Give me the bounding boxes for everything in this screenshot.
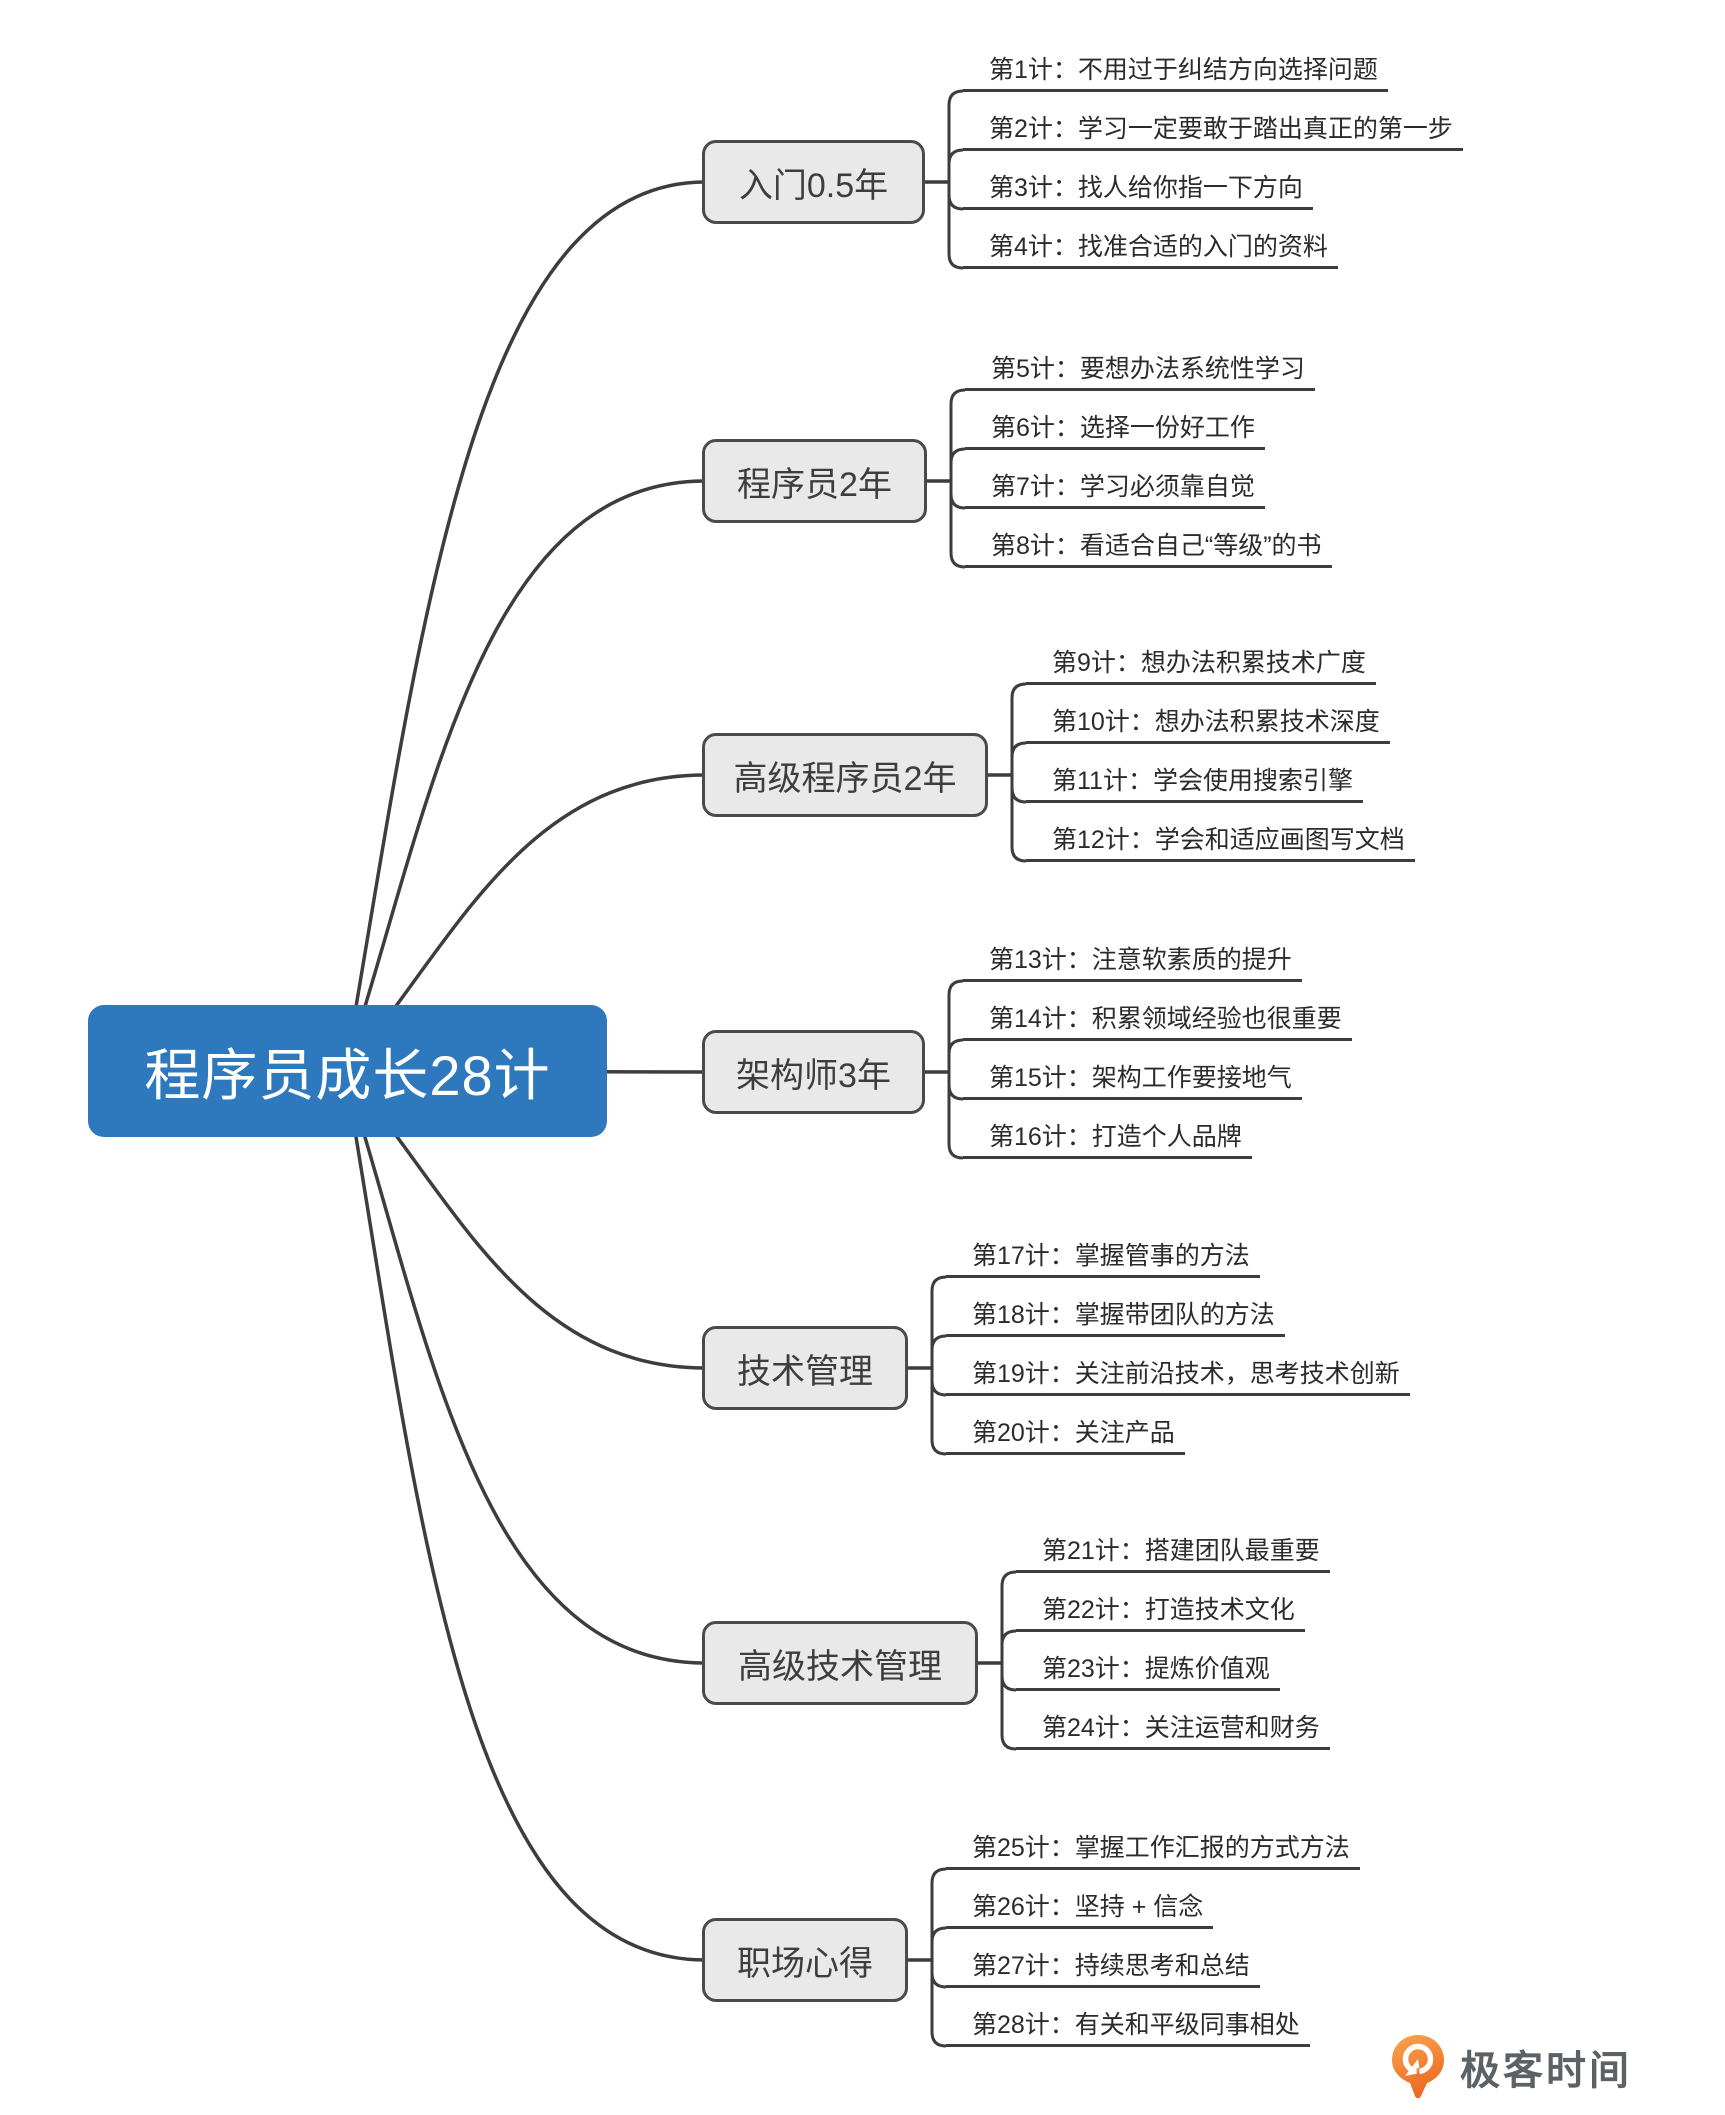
leaf-item-9[interactable]: 第9计：想办法积累技术广度: [1026, 640, 1376, 685]
leaf-item-25[interactable]: 第25计：掌握工作汇报的方式方法: [946, 1825, 1360, 1870]
geektime-logo: 极客时间: [1390, 2034, 1632, 2100]
leaf-item-21[interactable]: 第21计：搭建团队最重要: [1016, 1528, 1330, 1573]
leaf-item-8[interactable]: 第8计：看适合自己“等级”的书: [965, 523, 1332, 568]
leaf-item-22[interactable]: 第22计：打造技术文化: [1016, 1587, 1305, 1632]
leaf-item-28[interactable]: 第28计：有关和平级同事相处: [946, 2002, 1310, 2047]
leaf-item-24[interactable]: 第24计：关注运营和财务: [1016, 1705, 1330, 1750]
leaf-item-12[interactable]: 第12计：学会和适应画图写文档: [1026, 817, 1415, 862]
leaf-item-23[interactable]: 第23计：提炼价值观: [1016, 1646, 1280, 1691]
leaf-item-14[interactable]: 第14计：积累领域经验也很重要: [963, 996, 1352, 1041]
leaf-item-27[interactable]: 第27计：持续思考和总结: [946, 1943, 1260, 1988]
leaf-item-11[interactable]: 第11计：学会使用搜索引擎: [1026, 758, 1363, 803]
leaf-item-15[interactable]: 第15计：架构工作要接地气: [963, 1055, 1302, 1100]
leaf-item-1[interactable]: 第1计：不用过于纠结方向选择问题: [963, 47, 1388, 92]
leaf-item-26[interactable]: 第26计：坚持 + 信念: [946, 1884, 1214, 1929]
branch-node-1[interactable]: 入门0.5年: [702, 140, 925, 224]
leaf-item-17[interactable]: 第17计：掌握管事的方法: [946, 1233, 1260, 1278]
geektime-logo-icon: [1392, 2035, 1444, 2099]
geektime-logo-text: 极客时间: [1460, 2049, 1632, 2093]
branch-node-3[interactable]: 高级程序员2年: [702, 733, 988, 817]
leaf-item-6[interactable]: 第6计：选择一份好工作: [965, 405, 1265, 450]
leaf-item-20[interactable]: 第20计：关注产品: [946, 1410, 1185, 1455]
leaf-item-10[interactable]: 第10计：想办法积累技术深度: [1026, 699, 1390, 744]
leaf-item-13[interactable]: 第13计：注意软素质的提升: [963, 937, 1302, 982]
central-topic[interactable]: 程序员成长28计: [88, 1005, 607, 1137]
branch-node-6[interactable]: 高级技术管理: [702, 1621, 978, 1705]
leaf-item-3[interactable]: 第3计：找人给你指一下方向: [963, 165, 1313, 210]
leaf-item-4[interactable]: 第4计：找准合适的入门的资料: [963, 224, 1338, 269]
branch-node-2[interactable]: 程序员2年: [702, 439, 927, 523]
leaf-item-2[interactable]: 第2计：学习一定要敢于踏出真正的第一步: [963, 106, 1463, 151]
leaf-item-7[interactable]: 第7计：学习必须靠自觉: [965, 464, 1265, 509]
leaf-item-19[interactable]: 第19计：关注前沿技术，思考技术创新: [946, 1351, 1410, 1396]
leaf-item-16[interactable]: 第16计：打造个人品牌: [963, 1114, 1252, 1159]
leaf-item-18[interactable]: 第18计：掌握带团队的方法: [946, 1292, 1285, 1337]
branch-node-5[interactable]: 技术管理: [702, 1326, 908, 1410]
branch-node-7[interactable]: 职场心得: [702, 1918, 908, 2002]
branch-node-4[interactable]: 架构师3年: [702, 1030, 925, 1114]
leaf-item-5[interactable]: 第5计：要想办法系统性学习: [965, 346, 1315, 391]
